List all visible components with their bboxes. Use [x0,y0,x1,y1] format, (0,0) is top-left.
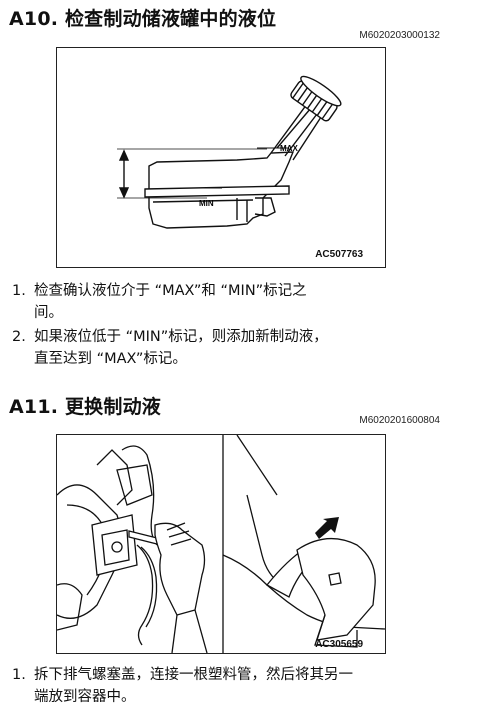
a11-step-1-line1: 拆下排气螺塞盖，连接一根塑料管，然后将其另一 [34,667,353,683]
a10-step-2: 2. 如果液位低于 “MIN”标记，则添加新制动液， 直至达到 “MAX”标记。 [12,326,482,370]
brake-bleed-figure: AC305659 [56,434,386,654]
figure-a10-caption: AC507763 [315,249,363,260]
press-direction-arrow-icon [315,517,339,539]
section-a10-title: A10. 检查制动储液罐中的液位 [9,8,277,30]
a10-step-1-line2: 间。 [34,305,63,321]
min-mark-label: MIN [199,199,214,208]
a10-step-1: 1. 检查确认液位介于 “MAX”和 “MIN”标记之 间。 [12,280,482,324]
a10-step-2-line1: 如果液位低于 “MIN”标记，则添加新制动液， [34,329,328,345]
max-mark-label: MAX [280,144,298,153]
a11-step-1-number: 1. [12,667,26,683]
reservoir-figure: MAX MIN AC507763 [56,47,386,268]
section-a11-ref-code: M6020201600804 [359,415,440,426]
a11-step-1-line2: 端放到容器中。 [34,689,136,705]
brake-bleed-illustration [56,434,386,654]
a10-step-2-number: 2. [12,329,26,345]
a10-step-1-number: 1. [12,283,26,299]
a10-step-1-line1: 检查确认液位介于 “MAX”和 “MIN”标记之 [34,283,307,299]
section-a11-title: A11. 更换制动液 [9,396,161,418]
figure-a11-caption: AC305659 [315,639,363,650]
reservoir-illustration: MAX MIN [117,75,342,229]
a11-step-1: 1. 拆下排气螺塞盖，连接一根塑料管，然后将其另一 端放到容器中。 [12,664,482,708]
a10-step-2-line2: 直至达到 “MAX”标记。 [34,351,187,367]
section-a10-ref-code: M6020203000132 [359,30,440,41]
